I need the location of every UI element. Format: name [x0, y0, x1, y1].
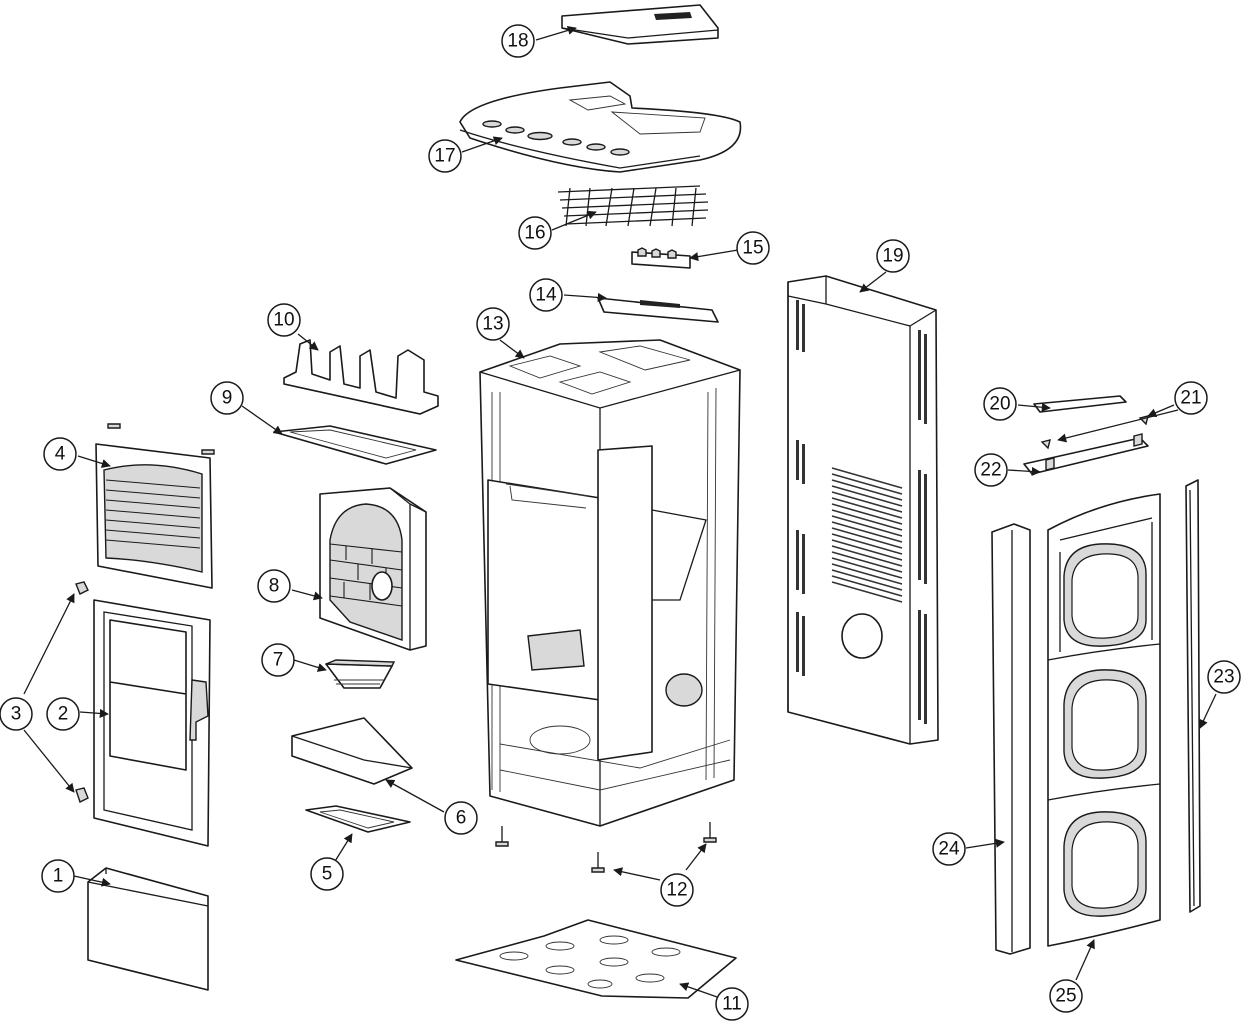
callout-18: 18: [501, 24, 535, 58]
svg-text:20: 20: [989, 394, 1010, 415]
part-base-plate: [455, 919, 737, 999]
part-top-cover: [561, 4, 719, 45]
callout-25: 25: [1049, 979, 1083, 1013]
callout-8: 8: [257, 569, 291, 603]
callout-24: 24: [932, 832, 966, 866]
svg-text:14: 14: [535, 285, 557, 306]
svg-text:22: 22: [980, 460, 1001, 481]
part-top-brackets: [1023, 395, 1149, 475]
callout-6: 6: [444, 801, 478, 835]
part-rear-panel: [787, 275, 939, 745]
svg-text:7: 7: [273, 650, 284, 671]
part-gasket-frame: [273, 425, 437, 465]
callout-10: 10: [267, 303, 301, 337]
part-feet: [495, 822, 717, 873]
part-ash-tray: [291, 717, 413, 785]
callout-21: 21: [1174, 381, 1208, 415]
part-side-strip: [1185, 479, 1201, 913]
part-top-plate: [459, 81, 742, 173]
svg-text:16: 16: [524, 223, 545, 244]
svg-text:12: 12: [666, 880, 687, 901]
svg-text:2: 2: [58, 704, 69, 725]
callout-4: 4: [43, 437, 77, 471]
part-bracket-14: [597, 297, 719, 323]
part-lower-front-panel: [87, 867, 209, 991]
callout-22: 22: [974, 453, 1008, 487]
callout-11: 11: [715, 987, 749, 1021]
callout-3: 3: [0, 697, 33, 731]
svg-text:9: 9: [222, 388, 233, 409]
svg-text:23: 23: [1213, 667, 1234, 688]
leader-lines: [23, 25, 1217, 999]
svg-text:1: 1: [53, 866, 64, 887]
callout-1: 1: [41, 859, 75, 893]
callout-7: 7: [261, 643, 295, 677]
svg-text:3: 3: [11, 704, 22, 725]
part-gasket-5: [305, 805, 411, 833]
callout-20: 20: [983, 387, 1017, 421]
callout-13: 13: [476, 307, 510, 341]
callout-5: 5: [310, 857, 344, 891]
callout-12: 12: [660, 873, 694, 907]
part-corner-column: [991, 523, 1031, 955]
part-grille-mesh: [557, 185, 709, 227]
svg-text:13: 13: [482, 314, 503, 335]
part-burn-pot: [325, 659, 396, 689]
part-door: [93, 599, 211, 847]
svg-text:17: 17: [434, 146, 455, 167]
part-main-frame: [479, 339, 741, 827]
part-firebox-lining: [319, 487, 427, 651]
svg-text:15: 15: [742, 238, 763, 259]
svg-text:6: 6: [456, 808, 467, 829]
callout-9: 9: [210, 381, 244, 415]
callout-19: 19: [876, 239, 910, 273]
svg-text:10: 10: [273, 310, 294, 331]
svg-text:11: 11: [722, 994, 742, 1015]
part-hinges: [75, 581, 89, 803]
svg-text:19: 19: [882, 246, 903, 267]
callout-2: 2: [46, 697, 80, 731]
callout-14: 14: [529, 278, 563, 312]
svg-text:24: 24: [938, 839, 960, 860]
svg-text:5: 5: [322, 864, 333, 885]
part-front-grille: [95, 423, 215, 589]
callout-15: 15: [736, 231, 770, 265]
part-control-block: [631, 247, 691, 269]
callout-16: 16: [518, 216, 552, 250]
svg-text:8: 8: [269, 576, 280, 597]
part-ceramic-panel: [1047, 493, 1161, 947]
callout-17: 17: [428, 139, 462, 173]
svg-text:4: 4: [55, 444, 66, 465]
svg-text:18: 18: [507, 31, 528, 52]
callout-23: 23: [1207, 660, 1241, 694]
part-baffles: [283, 339, 439, 415]
svg-text:21: 21: [1180, 388, 1201, 409]
svg-text:25: 25: [1055, 986, 1076, 1007]
